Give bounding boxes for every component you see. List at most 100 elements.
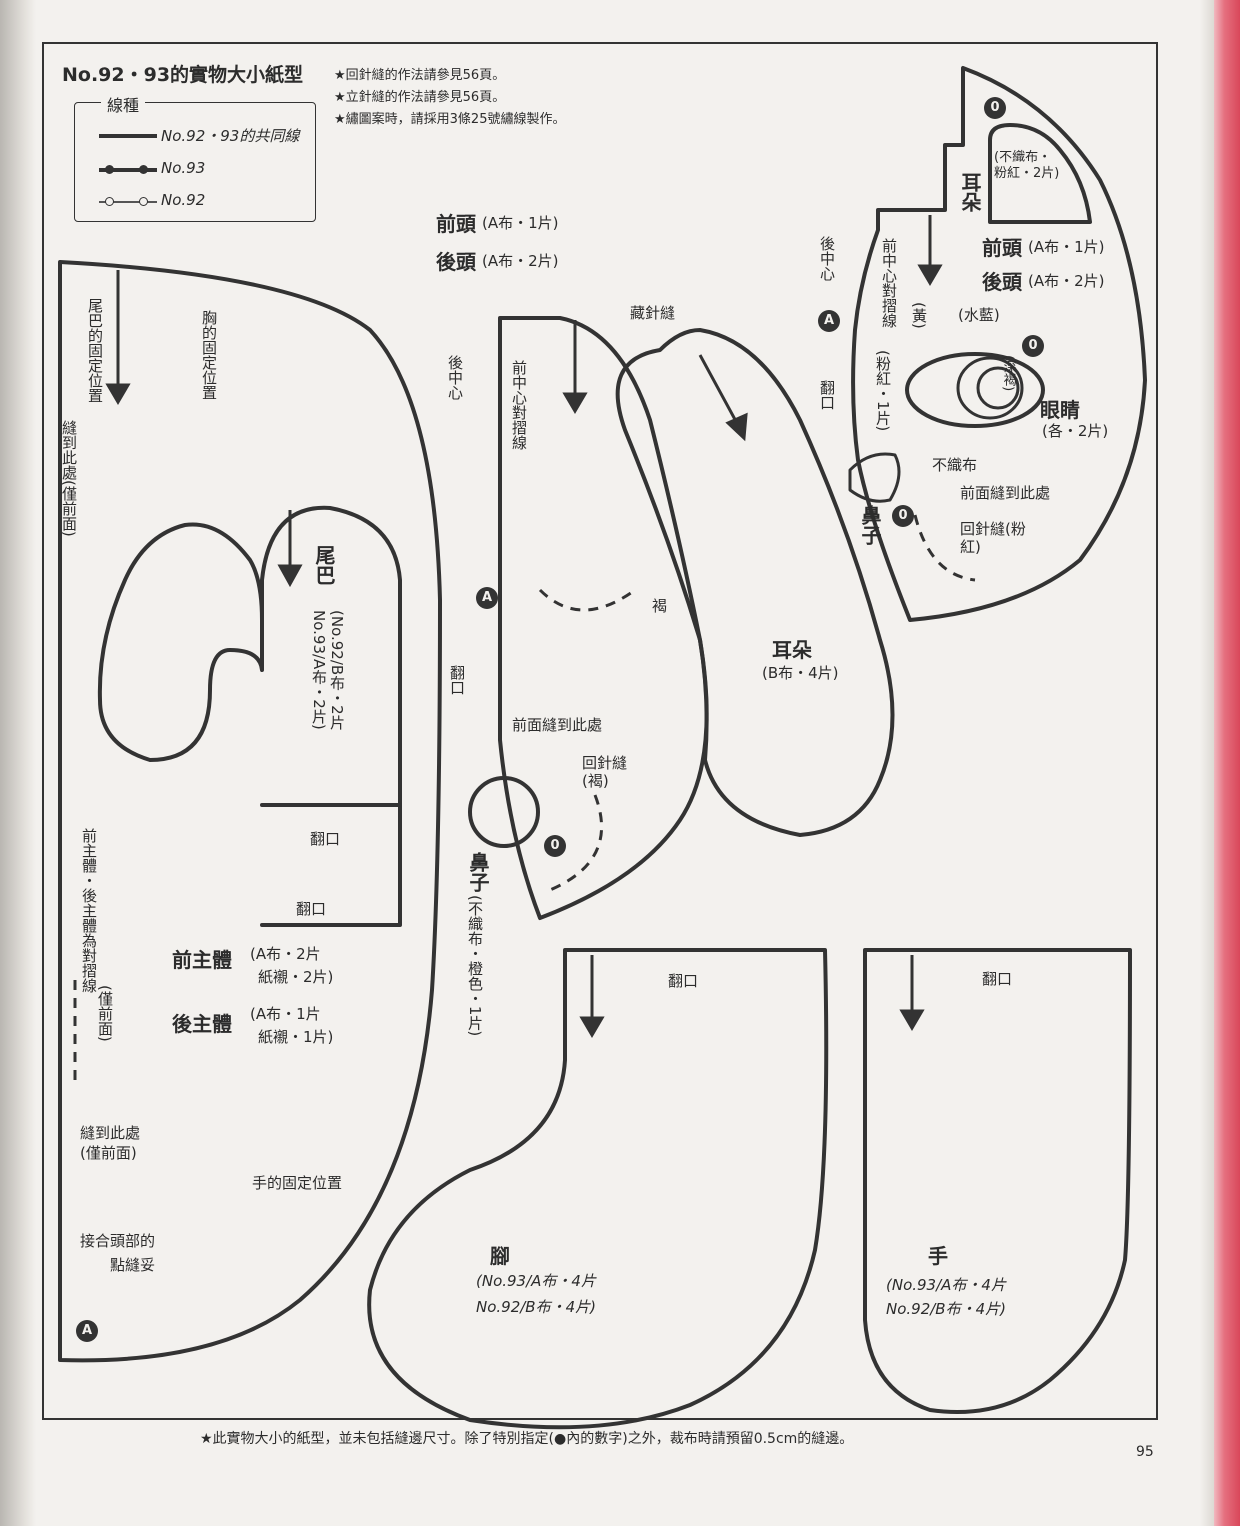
bottom-note: ★此實物大小的紙型，並未包括縫邊尺寸。除了特別指定(●內的數字)之外，裁布時請預…: [200, 1431, 854, 1447]
back-body-spec-2: 紙襯・1片): [258, 1028, 334, 1046]
head-right-outline: [851, 66, 1147, 622]
marker-0-icon: 0: [544, 835, 566, 857]
hand-spec-1: (No.93/A布・4片: [886, 1276, 1006, 1294]
tail-outline: [97, 505, 402, 927]
arrow-head-icon: [277, 564, 303, 588]
legend-dot-icon: [105, 165, 114, 174]
sew-here-label-1: 縫到此處(僅前面): [60, 420, 78, 537]
arrow-head-icon: [725, 412, 748, 442]
back-body-spec-1: (A布・1片: [250, 1005, 321, 1023]
blind-stitch-label: 藏針縫: [630, 304, 676, 322]
marker-a-icon: A: [76, 1320, 98, 1342]
legend-label-common: No.92・93的共同線: [161, 127, 300, 145]
dashed-mouth-left: [538, 588, 636, 612]
marker-a-icon: A: [818, 310, 840, 332]
front-body-spec-1: (A布・2片: [250, 945, 321, 963]
ear2-spec: (不織布・粉紅・2片): [994, 150, 1060, 181]
legend-label-93: No.93: [161, 159, 206, 177]
hand-outline: [863, 948, 1132, 1414]
front-sew-here-2-label: 前面縫到此處: [960, 484, 1051, 502]
note-embroidery: ★繡圖案時，請採用3條25號繡線製作。: [334, 112, 566, 127]
tail-turn-label-2: 翻口: [296, 900, 327, 918]
tail-spec-label: (No.92/B布・2片 No.93/A布・2片): [310, 610, 346, 730]
back-head-2-spec: (A布・2片): [1028, 272, 1105, 290]
hand-turn-label: 翻口: [982, 970, 1013, 988]
ear2-label: 耳朵: [958, 172, 982, 212]
eyes-spec: (各・2片): [1042, 422, 1109, 440]
foot-outline: [367, 948, 829, 1430]
hand-fix-label: 手的固定位置: [252, 1174, 343, 1192]
arrow-head-icon: [917, 264, 943, 286]
front-head-spec: (A布・1片): [482, 214, 559, 232]
turn-label-head: 翻口: [448, 665, 466, 695]
join-head-label: 接合頭部的: [80, 1232, 156, 1250]
back-head-spec: (A布・2片): [482, 252, 559, 270]
back-body-label: 後主體: [172, 1012, 232, 1036]
front-body-label: 前主體: [172, 948, 232, 972]
inner-ear-outline: [988, 123, 1092, 224]
nose-2-label: 鼻子: [858, 505, 882, 545]
pattern-frame: [42, 42, 1158, 1420]
back-head-label: 後頭: [436, 250, 476, 274]
arrow-head-icon: [562, 392, 588, 414]
page-title: No.92・93的實物大小紙型: [62, 64, 304, 86]
front-body-spec-2: 紙襯・2片): [258, 968, 334, 986]
front-head-label: 前頭: [436, 212, 476, 236]
turn-2-label: 翻口: [818, 380, 836, 410]
legend-open-dot-icon: [139, 197, 148, 206]
grain-arrow-ear: [698, 354, 740, 426]
back-stitch-brown-label: 回針縫(褐): [582, 754, 628, 790]
water-blue-label: (水藍): [958, 306, 1000, 324]
marker-0-icon: 0: [984, 97, 1006, 119]
arrow-head-icon: [105, 383, 131, 405]
felt-label: 不織布: [932, 456, 978, 474]
body-outline: [58, 260, 442, 1363]
eye-outer: [905, 352, 1045, 428]
eye-pupil: [976, 366, 1020, 410]
small-nose-outline: [848, 452, 901, 503]
note-backstitch: ★回針縫的作法請參見56頁。: [334, 68, 506, 83]
front-head-2-spec: (A布・1片): [1028, 238, 1105, 256]
sew-here-label-2: 縫到此處: [80, 1124, 141, 1142]
book-spine: [0, 0, 36, 1526]
join-head-label-2: 點縫妥: [110, 1256, 156, 1274]
ear-spec: (B布・4片): [762, 664, 839, 682]
legend-open-dot-icon: [105, 197, 114, 206]
legend-line-93: [99, 168, 157, 172]
legend-title: 線種: [101, 92, 146, 116]
legend-line-thick: [99, 134, 157, 138]
legend-dot-icon: [139, 165, 148, 174]
nose-circle: [468, 776, 540, 848]
tail-fix-label: 尾巴的固定位置: [86, 298, 104, 403]
nose-label: 鼻子: [466, 852, 490, 892]
foot-spec-2: No.92/B布・4片): [476, 1298, 596, 1316]
deep-brown-label: (深褐): [1000, 355, 1016, 392]
marker-a-icon: A: [476, 587, 498, 609]
front-only-label: (僅前面): [96, 985, 114, 1042]
eyes-label: 眼睛: [1040, 398, 1080, 422]
front-sew-here-label: 前面縫到此處: [512, 716, 603, 734]
foot-spec-1: (No.93/A布・4片: [476, 1272, 596, 1290]
ear-label: 耳朵: [772, 638, 812, 662]
pink-tab-edge: [1214, 0, 1240, 1526]
marker-0-icon: 0: [1022, 335, 1044, 357]
legend-label-92: No.92: [161, 191, 206, 209]
tail-turn-label-1: 翻口: [310, 830, 341, 848]
tail-name-label: 尾巴: [312, 545, 336, 585]
front-head-2-label: 前頭: [982, 236, 1022, 260]
legend-line-92: [99, 201, 157, 203]
page-edge: [1200, 0, 1214, 1526]
hand-label: 手: [928, 1244, 948, 1268]
page-number: 95: [1136, 1444, 1154, 1460]
line-legend: 線種 No.92・93的共同線 No.93 No.92: [74, 92, 316, 222]
chest-fix-label: 胸的固定位置: [200, 310, 218, 400]
nose-spec-label: (不織布・橙色・1片): [466, 895, 484, 1037]
back-center-2-label: 後中心: [818, 236, 836, 281]
arrow-head-icon: [899, 1009, 925, 1031]
eye-inner: [956, 356, 1024, 420]
back-stitch-pink-label: 回針縫(粉紅): [960, 520, 1026, 556]
pink-1-label: (粉紅・1片): [874, 350, 892, 432]
head-left-outline: [498, 316, 709, 920]
back-center-label: 後中心: [446, 355, 464, 400]
